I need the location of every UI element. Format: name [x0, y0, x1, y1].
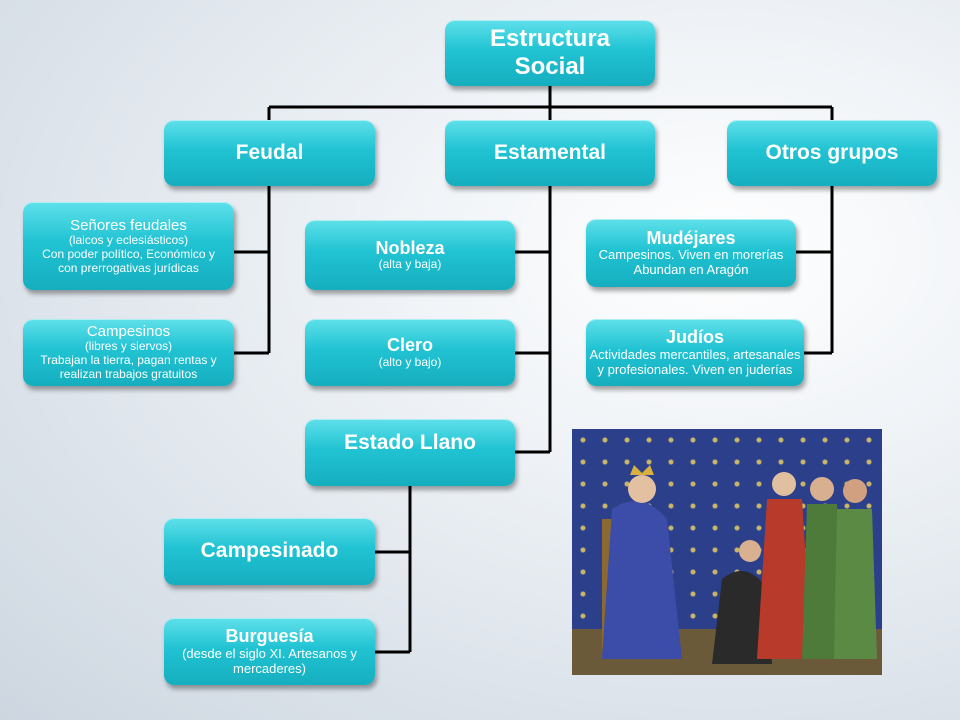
node-text: con prerrogativas jurídicas [58, 260, 199, 275]
judios-node: Judíos Actividades mercantiles, artesana… [586, 319, 804, 386]
node-text: y profesionales. Viven en juderías [597, 361, 793, 377]
node-text: Abundan en Aragón [633, 262, 749, 278]
node-text: Con poder político, Económico y [42, 246, 215, 261]
node-text: Trabajan la tierra, pagan rentas y [40, 353, 217, 368]
painting-figures [572, 465, 882, 675]
node-text: (laicos y eclesiásticos) [68, 232, 189, 247]
nobleza-node: Nobleza (alta y baja) [305, 220, 515, 290]
node-text: (libres y siervos) [84, 339, 173, 354]
node-text: mercaderes) [233, 660, 306, 676]
node-title: Señores feudales [70, 216, 187, 234]
senores-feudales-node: Señores feudales (laicos y eclesiásticos… [23, 202, 234, 290]
node-text: (desde el siglo XI. Artesanos y [182, 645, 357, 661]
root-title-line2: Social [514, 53, 586, 80]
root-title-line1: Estructura [489, 25, 611, 53]
feudal-node: Feudal [164, 120, 375, 186]
node-title: Clero [386, 335, 433, 356]
node-title: Mudéjares [646, 227, 736, 248]
clero-node: Clero (alto y bajo) [305, 319, 515, 386]
node-title: Burguesía [225, 626, 314, 647]
node-text: realizan trabajos gratuitos [59, 367, 198, 382]
campesinos-node: Campesinos (libres y siervos) Trabajan l… [23, 319, 234, 386]
node-text: Campesinos. Viven en morerías [598, 247, 784, 263]
node-title: Otros grupos [765, 140, 899, 164]
estamental-node: Estamental [445, 120, 655, 186]
node-title: Estamental [493, 140, 607, 164]
node-text: Actividades mercantiles, artesanales [589, 346, 801, 362]
otros-grupos-node: Otros grupos [727, 120, 937, 186]
node-title: Judíos [665, 327, 724, 348]
node-title: Estado Llano [344, 431, 476, 454]
node-text: (alta y baja) [378, 257, 442, 272]
medieval-painting-image [572, 429, 882, 675]
node-text: (alto y bajo) [378, 354, 442, 369]
node-title: Nobleza [375, 237, 445, 258]
estado-llano-node: Estado Llano [305, 419, 515, 486]
campesinado-node: Campesinado [164, 518, 375, 585]
node-title: Campesinos [86, 323, 171, 341]
mudejares-node: Mudéjares Campesinos. Viven en morerías … [586, 219, 796, 287]
burguesia-node: Burguesía (desde el siglo XI. Artesanos … [164, 618, 375, 685]
root-node: Estructura Social [445, 20, 655, 86]
node-title: Campesinado [200, 539, 339, 563]
node-title: Feudal [235, 140, 304, 164]
